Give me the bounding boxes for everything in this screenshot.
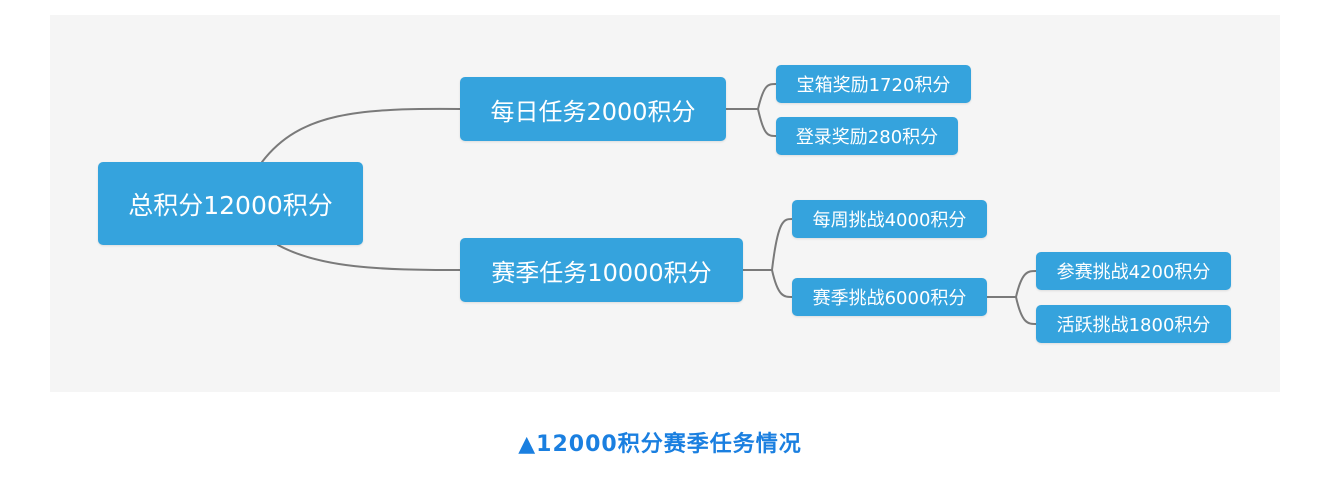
figure-caption: ▲12000积分赛季任务情况 xyxy=(518,432,802,457)
edge-schal-join xyxy=(1015,270,1037,298)
edge-season-weekly xyxy=(771,218,793,271)
node-season-challenge: 赛季挑战6000积分 xyxy=(792,278,987,316)
edge-root-season xyxy=(277,244,461,271)
node-login-reward: 登录奖励280积分 xyxy=(776,117,958,155)
node-weekly-challenge: 每周挑战4000积分 xyxy=(792,200,987,238)
node-season-tasks: 赛季任务10000积分 xyxy=(460,238,743,302)
edge-root-daily xyxy=(261,107,461,163)
node-daily-tasks: 每日任务2000积分 xyxy=(460,77,726,141)
node-chest-reward: 宝箱奖励1720积分 xyxy=(776,65,971,103)
edge-daily-login xyxy=(757,108,777,137)
node-total-points: 总积分12000积分 xyxy=(98,162,363,245)
node-join-challenge: 参赛挑战4200积分 xyxy=(1036,252,1231,290)
edge-season-challenge xyxy=(771,269,793,298)
edge-daily-chest xyxy=(757,83,777,110)
edge-schal-active xyxy=(1015,296,1037,325)
node-active-challenge: 活跃挑战1800积分 xyxy=(1036,305,1231,343)
